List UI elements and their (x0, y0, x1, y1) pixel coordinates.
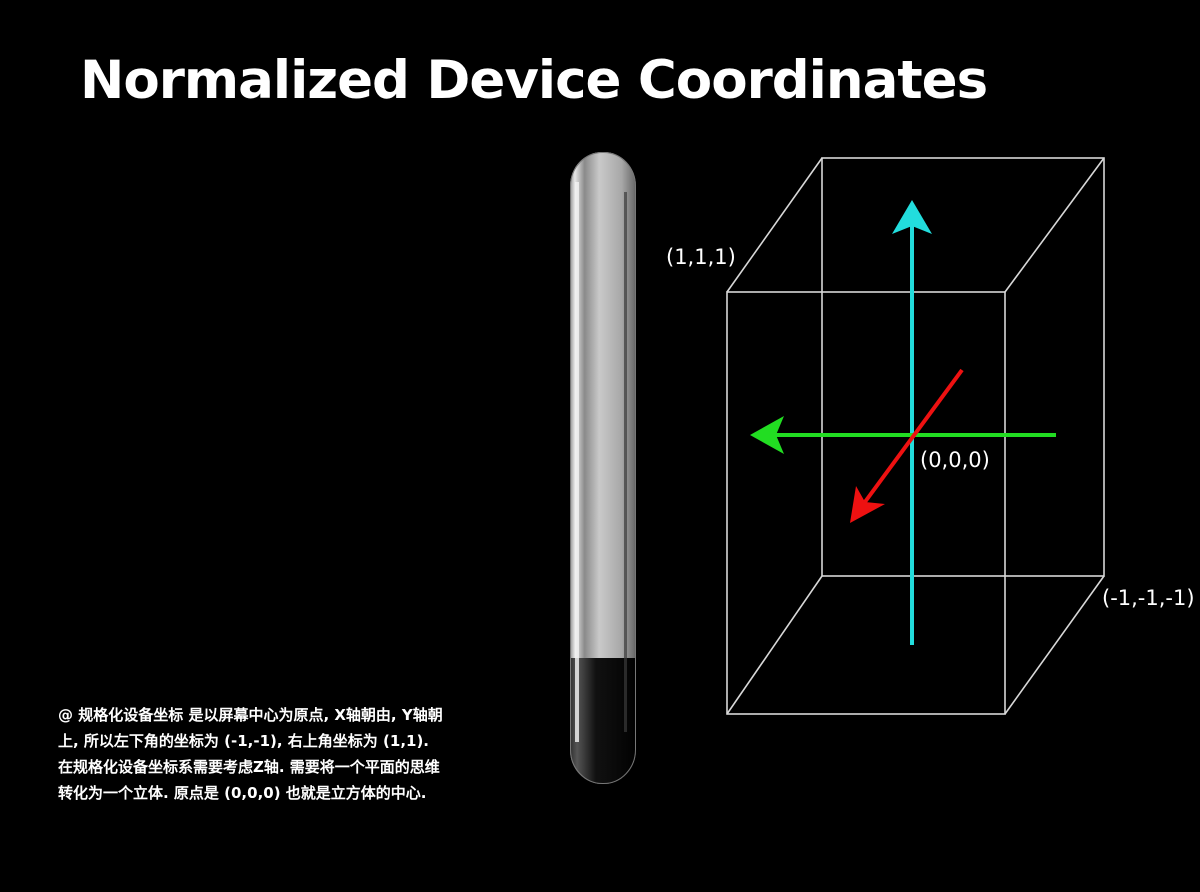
cube-wireframe (726, 157, 1105, 715)
label-corner-max: (1,1,1) (666, 245, 736, 269)
cube-edge-bottom-left (726, 575, 823, 715)
cube-front-face (726, 291, 1006, 715)
cube-edge-top-left (726, 157, 823, 293)
cube-edge-bottom-right (1004, 575, 1105, 715)
caption-text: @ 规格化设备坐标 是以屏幕中心为原点, X轴朝由, Y轴朝上, 所以左下角的坐… (58, 706, 443, 802)
cube-edge-top-right (1004, 157, 1105, 293)
label-corner-min: (-1,-1,-1) (1102, 586, 1195, 610)
z-axis-arrow-icon (850, 486, 885, 523)
phone-side-icon (570, 152, 636, 784)
label-origin: (0,0,0) (920, 448, 990, 472)
z-axis-line (860, 368, 964, 508)
x-axis-arrow-icon (750, 416, 784, 454)
slide-title: Normalized Device Coordinates (80, 50, 988, 111)
cube-back-face (821, 157, 1105, 577)
phone-side-view (566, 152, 640, 784)
y-axis-arrow-icon (892, 200, 932, 234)
ndc-cube-diagram: (1,1,1) (0,0,0) (-1,-1,-1) (640, 140, 1200, 740)
